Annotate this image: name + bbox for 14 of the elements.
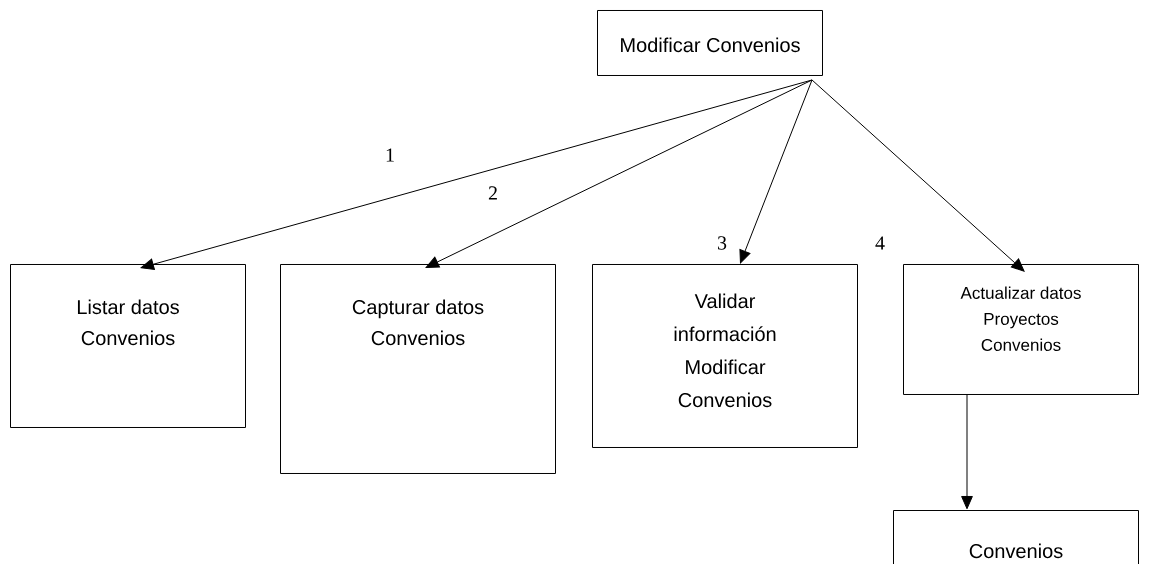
- process-box: Capturar datos Convenios: [280, 264, 556, 474]
- edge-label: 2: [487, 185, 499, 201]
- arrow: [961, 394, 973, 510]
- edge-label: 3: [716, 235, 728, 251]
- arrow: [425, 79, 813, 268]
- arrow: [739, 79, 813, 264]
- process-box: Convenios: [893, 510, 1139, 564]
- process-box: Actualizar datos Proyectos Convenios: [903, 264, 1139, 395]
- process-box: Validar información Modificar Convenios: [592, 264, 858, 448]
- process-box: Listar datos Convenios: [10, 264, 246, 428]
- edge-label: 4: [874, 235, 886, 251]
- edge-label: 1: [384, 147, 396, 163]
- arrow: [811, 79, 1025, 272]
- process-box: Modificar Convenios: [597, 10, 823, 76]
